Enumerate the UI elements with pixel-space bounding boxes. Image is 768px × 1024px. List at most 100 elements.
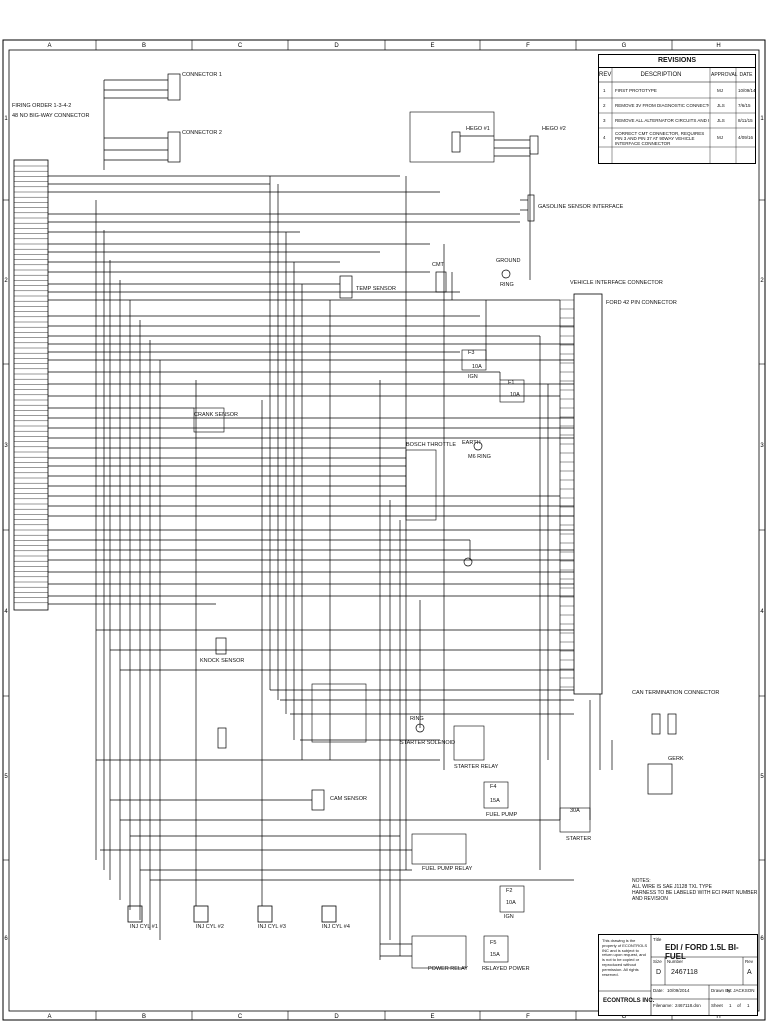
rev-4-desc: CORRECT CMT CONNECTOR, REQUIRES PIN 3 AN… [615, 131, 705, 146]
fuel-pump-relay-label: FUEL PUMP RELAY [422, 866, 473, 872]
sheet-label: Sheet [711, 1003, 723, 1008]
grid-column-letter-top: D [334, 43, 339, 49]
injector-1-plug [127, 905, 143, 923]
date-label: Date: [653, 988, 664, 993]
company-name: ECONTROLS INC. [603, 998, 655, 1004]
grid-row-number-right: 4 [760, 609, 764, 615]
gasoline-sensor-label: GASOLINE SENSOR INTERFACE [538, 204, 624, 210]
disclaimer-text: This drawing is the property of ECONTROL… [602, 938, 648, 977]
date-value: 10/09/2014 [667, 988, 690, 993]
grid-column-letter-top: G [622, 43, 627, 49]
grid-row-number-left: 2 [4, 278, 8, 284]
rev-1-appr: MJ [717, 88, 723, 93]
rev-3-date: 8/11/15 [738, 118, 753, 123]
f4-amp: 15A [490, 798, 500, 804]
rev-2-appr: JLS [717, 103, 725, 108]
throttle-label: BOSCH THROTTLE [406, 442, 457, 448]
rev-header-date: DATE [739, 72, 753, 78]
relayed-power-fuse [483, 935, 509, 963]
inner-border [8, 49, 760, 1012]
inj-cyl-1-label: INJ CYL #1 [130, 924, 158, 930]
connector-1-box [167, 73, 181, 101]
grid-column-letter-top: C [238, 43, 243, 49]
cam-sensor-label: CAM SENSOR [330, 796, 367, 802]
rev-header-approval: APPROVAL [711, 72, 738, 78]
grid-row-number-right: 6 [760, 936, 764, 942]
grid-column-letter-top: H [716, 43, 720, 49]
earth-ring [473, 441, 483, 451]
inj-cyl-3-label: INJ CYL #3 [258, 924, 286, 930]
crank-sensor-box [193, 407, 225, 433]
rev-4-date: 4/09/16 [738, 135, 754, 140]
main-connector-label: 48 NO BIG-WAY CONNECTOR [12, 113, 90, 119]
number-label: Number [667, 959, 684, 964]
inj-cyl-2-label: INJ CYL #2 [196, 924, 224, 930]
grid-row-number-left: 3 [4, 443, 8, 449]
starter-relay-box [453, 725, 485, 761]
sheet-value: 1 [729, 1003, 732, 1008]
size-label: Size [653, 959, 662, 964]
notes-title: NOTES: [632, 878, 651, 884]
grid-column-letter-top: F [526, 43, 530, 49]
size-value: D [656, 969, 662, 976]
hego1-box [409, 111, 495, 163]
revisions-title: REVISIONS [599, 55, 755, 68]
grid-row-number-left: 1 [4, 116, 8, 122]
file-value: 2467118.dsn [675, 1003, 701, 1008]
drawing-title: EDI / FORD 1.5L BI-FUEL [665, 943, 739, 961]
grid-column-letter-bottom: F [526, 1014, 530, 1020]
cmt-label: CMT [432, 262, 444, 268]
rev-value: A [747, 969, 752, 976]
rev-1-num: 1 [603, 88, 606, 93]
rev-header-desc: DESCRIPTION [640, 72, 682, 78]
starter-label: STARTER [566, 836, 592, 842]
f5-label: F5 [490, 940, 497, 946]
gerk-plug [647, 763, 673, 795]
power-relay-label: POWER RELAY [428, 966, 468, 972]
rev-header-rev: REV [599, 72, 612, 78]
ford-pin-label: FORD 42 PIN CONNECTOR [606, 300, 677, 306]
rev-1-date: 10/09/14 [738, 88, 756, 93]
fuel-pump-relay-box [411, 833, 467, 865]
crank-sensor-label: CRANK SENSOR [194, 412, 239, 418]
knock-sensor-label: KNOCK SENSOR [200, 658, 245, 664]
ign-label-bottom: IGN [504, 914, 514, 920]
revisions-table: REVISIONS REV DESCRIPTION APPROVAL DATE … [598, 54, 756, 164]
grid-row-number-left: 5 [4, 774, 8, 780]
injector-2-plug [193, 905, 209, 923]
vehicle-interface-label: VEHICLE INTERFACE CONNECTOR [570, 280, 663, 286]
f1-amp: 10A [510, 392, 520, 398]
f2-label: F2 [506, 888, 513, 894]
cmt-plug [435, 271, 447, 293]
earth-label: EARTH [462, 440, 481, 446]
starter-fuse-amp: 30A [570, 808, 580, 814]
sensor-plug-5v [217, 727, 227, 749]
hego2-label: HEGO #2 [542, 126, 566, 132]
grid-row-number-right: 1 [760, 116, 764, 122]
rev-label: Rev [745, 959, 754, 964]
ring-label-starter: RING [410, 716, 424, 722]
f3-label: F3 [468, 350, 475, 356]
injector-3-plug [257, 905, 273, 923]
relay-f3 [461, 349, 487, 371]
f5-amp: 15A [490, 952, 500, 958]
injector-4-plug [321, 905, 337, 923]
ground-label: GROUND [496, 258, 521, 264]
grid-column-letter-bottom: E [430, 1014, 434, 1020]
grid-column-letter-top: E [430, 43, 434, 49]
starter-ring [415, 723, 425, 733]
ground-ring [501, 269, 511, 279]
sensor-ring [463, 557, 473, 567]
revisions-grid [599, 67, 755, 163]
throttle-box [405, 449, 437, 521]
hego1-label: HEGO #1 [466, 126, 490, 132]
grid-column-letter-bottom: B [142, 1014, 146, 1020]
file-label: Filename: [653, 1003, 673, 1008]
rev-3-desc: REMOVE ALL ALTERNATOR CIRCUITS AND FUSE [615, 118, 709, 123]
ecm-connector [13, 159, 49, 611]
starter-relay-label: STARTER RELAY [454, 764, 499, 770]
rev-2-desc: REMOVE 3V FROM DIAGNOSTIC CONNECTOR [615, 103, 709, 108]
ign-fuse [499, 885, 525, 913]
